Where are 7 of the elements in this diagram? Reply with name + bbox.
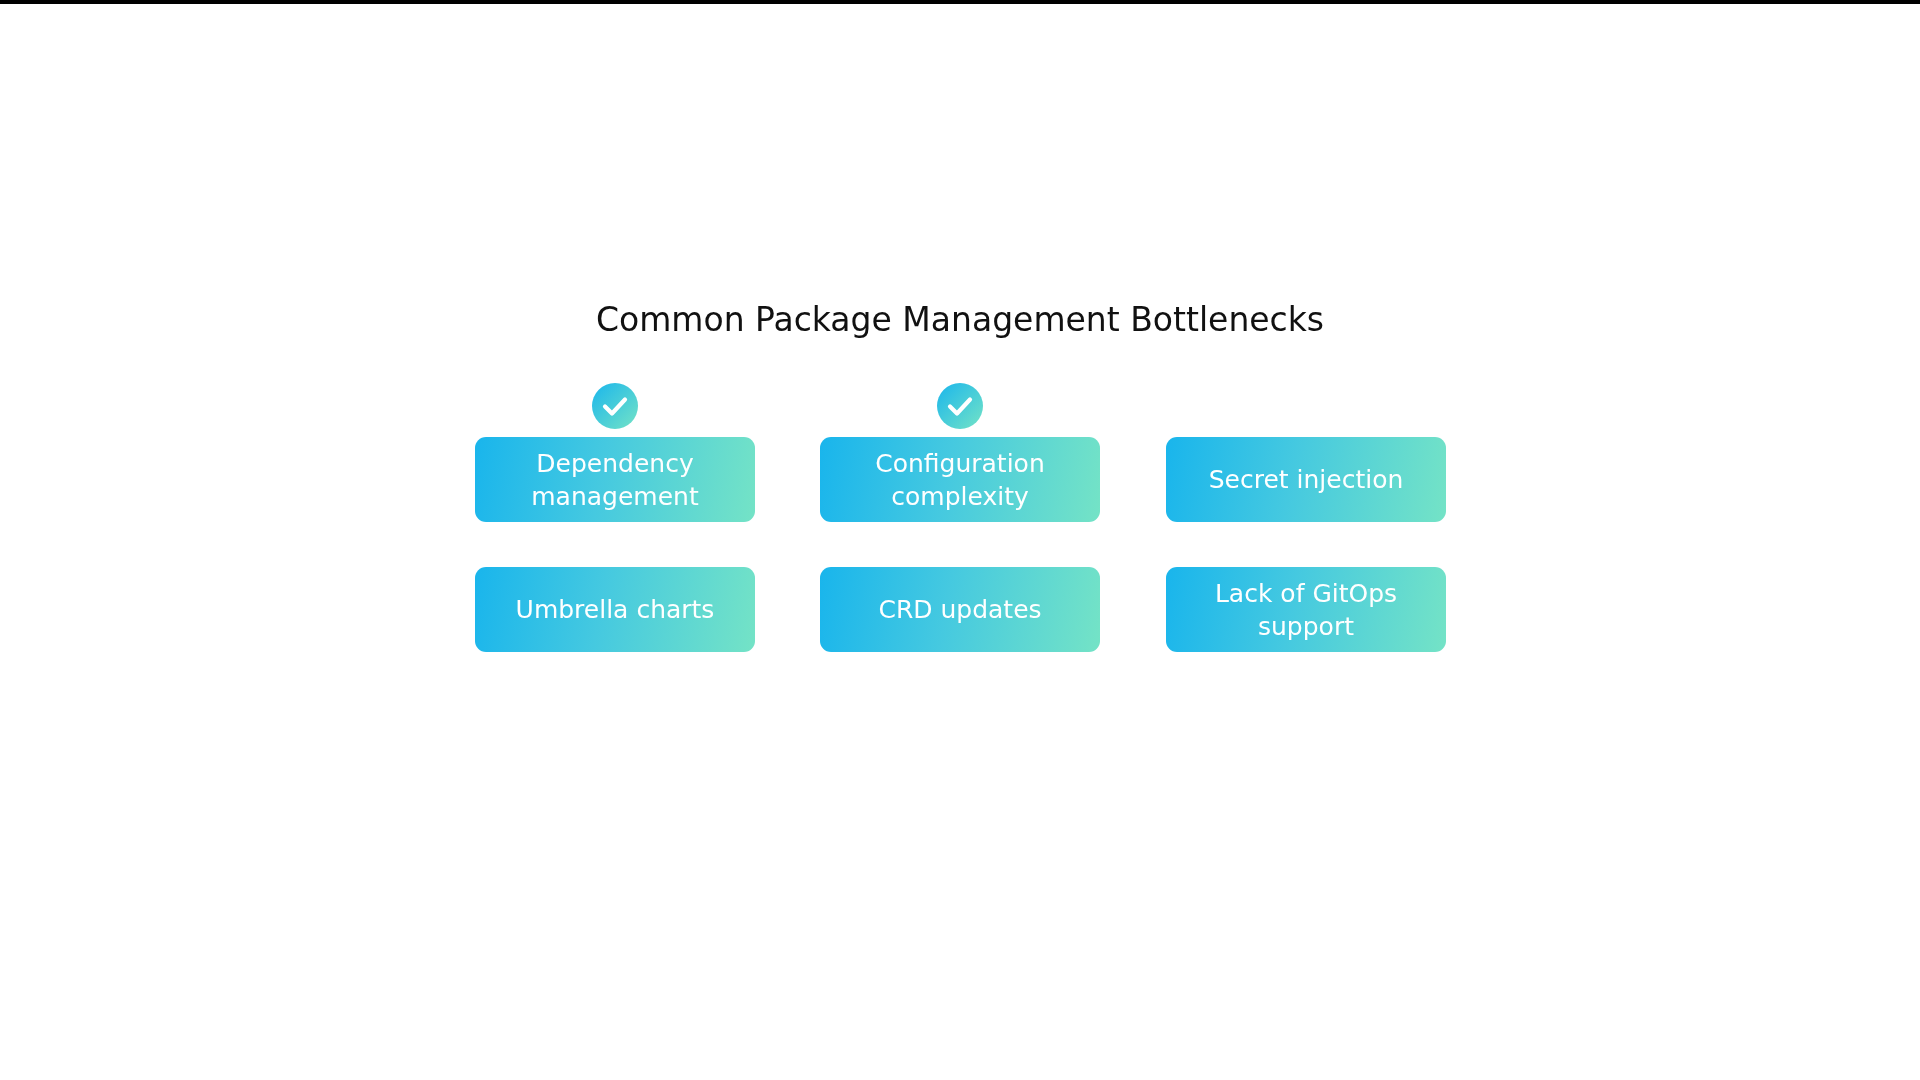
bottleneck-card: Secret injection [1166, 437, 1446, 522]
bottleneck-card: Lack of GitOps support [1166, 567, 1446, 652]
bottleneck-card: Configuration complexity [820, 437, 1100, 522]
bottleneck-card: Dependency management [475, 437, 755, 522]
bottleneck-card: CRD updates [820, 567, 1100, 652]
bottleneck-card: Umbrella charts [475, 567, 755, 652]
diagram-title: Common Package Management Bottlenecks [595, 299, 1325, 341]
